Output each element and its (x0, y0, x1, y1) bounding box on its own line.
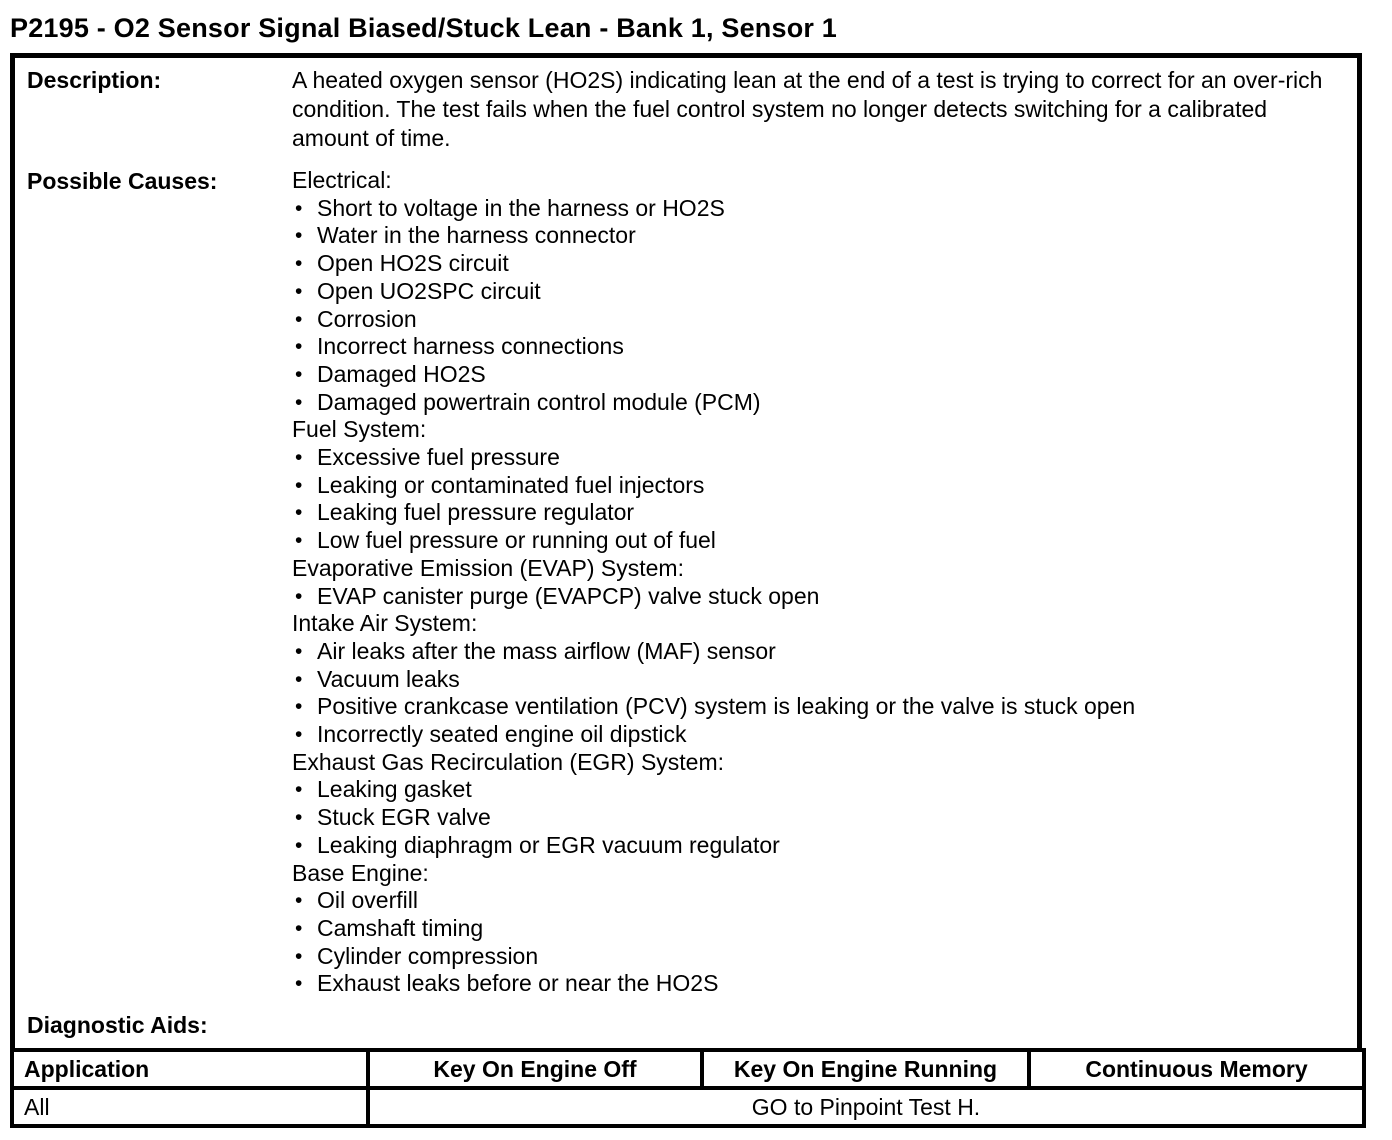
cause-item-text: Excessive fuel pressure (317, 444, 560, 471)
bullet-icon: • (295, 667, 303, 691)
cause-item: • Water in the harness connector (292, 222, 1337, 250)
cause-item-text: Damaged HO2S (317, 360, 486, 387)
bullet-icon: • (295, 916, 303, 940)
description-text: A heated oxygen sensor (HO2S) indicating… (292, 67, 1323, 151)
cause-item-text: Leaking fuel pressure regulator (317, 499, 635, 526)
cause-item: • Damaged powertrain control module (PCM) (292, 389, 1337, 417)
cause-item-text: Oil overfill (317, 887, 418, 914)
bullet-icon: • (295, 362, 303, 386)
bullet-icon: • (295, 252, 303, 276)
application-cell: All (10, 1086, 370, 1129)
cause-item-text: Leaking diaphragm or EGR vacuum regulato… (317, 831, 780, 858)
bullet-icon: • (295, 806, 303, 830)
application-table-data-row: All GO to Pinpoint Test H. (10, 1086, 1366, 1129)
cause-section-heading: Electrical: (292, 167, 392, 193)
description-label: Description: (27, 67, 162, 93)
cause-section-heading: Exhaust Gas Recirculation (EGR) System: (292, 748, 725, 775)
cause-item: • Open UO2SPC circuit (292, 278, 1337, 306)
cause-item-text: Damaged powertrain control module (PCM) (317, 388, 761, 415)
bullet-icon: • (295, 446, 303, 470)
cause-item: • Vacuum leaks (292, 666, 1337, 694)
cause-item-text: Stuck EGR valve (317, 804, 491, 831)
bullet-icon: • (295, 529, 303, 553)
possible-causes-row: Possible Causes: Electrical: • Short to vo… (27, 167, 1347, 998)
bullet-icon: • (295, 723, 303, 747)
possible-causes-label: Possible Causes: (27, 168, 218, 194)
cause-item: • Low fuel pressure or running out of fue… (292, 527, 1337, 555)
cause-item-text: Open HO2S circuit (317, 250, 509, 277)
cause-item: • Exhaust leaks before or near the HO2S (292, 970, 1337, 998)
cause-section-heading: Fuel System: (292, 416, 427, 443)
cause-item: • Oil overfill (292, 887, 1337, 915)
cause-item: • Excessive fuel pressure (292, 444, 1337, 472)
page-title: P2195 - O2 Sensor Signal Biased/Stuck Le… (10, 13, 838, 43)
cause-item-text: EVAP canister purge (EVAPCP) valve stuck… (317, 582, 820, 609)
bullet-icon: • (295, 501, 303, 525)
cause-item: • Leaking gasket (292, 776, 1337, 804)
cause-section-heading: Evaporative Emission (EVAP) System: (292, 554, 684, 581)
cause-item: • Damaged HO2S (292, 361, 1337, 389)
bullet-icon: • (295, 778, 303, 802)
bullet-icon: • (295, 972, 303, 996)
header-continuous-memory: Continuous Memory (1027, 1048, 1366, 1091)
cause-section-heading: Base Engine: (292, 859, 429, 886)
cause-item-text: Exhaust leaks before or near the HO2S (317, 970, 719, 997)
bullet-icon: • (295, 307, 303, 331)
cause-item: • Camshaft timing (292, 915, 1337, 943)
cause-item-text: Camshaft timing (317, 914, 484, 941)
cause-item: • Corrosion (292, 306, 1337, 334)
bullet-icon: • (295, 196, 303, 220)
cause-item-text: Air leaks after the mass airflow (MAF) s… (317, 637, 776, 664)
application-table-header-row: Application Key On Engine Off Key On Eng… (10, 1048, 1366, 1091)
bullet-icon: • (295, 224, 303, 248)
cause-item-text: Short to voltage in the harness or HO2S (317, 194, 725, 221)
cause-section-heading: Intake Air System: (292, 610, 478, 637)
cause-item-text: Positive crankcase ventilation (PCV) sys… (317, 693, 1136, 720)
cause-item: • Leaking diaphragm or EGR vacuum regulat… (292, 832, 1337, 860)
cause-item: • Incorrectly seated engine oil dipstick (292, 721, 1337, 749)
cause-item: • Leaking fuel pressure regulator (292, 499, 1337, 527)
cause-item-text: Cylinder compression (317, 942, 539, 969)
cause-item-text: Incorrect harness connections (317, 333, 624, 360)
cause-item: • EVAP canister purge (EVAPCP) valve stuc… (292, 583, 1337, 611)
bullet-icon: • (295, 889, 303, 913)
cause-item: • Leaking or contaminated fuel injectors (292, 472, 1337, 500)
cause-item: • Air leaks after the mass airflow (MAF) … (292, 638, 1337, 666)
cause-item-text: Leaking gasket (317, 776, 472, 803)
cause-item-text: Open UO2SPC circuit (317, 277, 541, 304)
diagnostic-aids-label: Diagnostic Aids: (27, 1012, 208, 1039)
action-cell: GO to Pinpoint Test H. (366, 1086, 1366, 1129)
cause-item-text: Vacuum leaks (317, 665, 460, 692)
cause-item: • Incorrect harness connections (292, 333, 1337, 361)
bullet-icon: • (295, 695, 303, 719)
cause-item: • Cylinder compression (292, 943, 1337, 971)
cause-item-text: Incorrectly seated engine oil dipstick (317, 721, 687, 748)
cause-item-text: Leaking or contaminated fuel injectors (317, 471, 705, 498)
bullet-icon: • (295, 390, 303, 414)
bullet-icon: • (295, 639, 303, 663)
cause-item: • Open HO2S circuit (292, 250, 1337, 278)
dtc-info-box: Description: A heated oxygen sensor (HO2… (10, 53, 1362, 1049)
bullet-icon: • (295, 833, 303, 857)
bullet-icon: • (295, 335, 303, 359)
bullet-icon: • (295, 473, 303, 497)
cause-item: • Short to voltage in the harness or HO2S (292, 195, 1337, 223)
bullet-icon: • (295, 584, 303, 608)
diagnostic-aids-row: Diagnostic Aids: (27, 1010, 1347, 1040)
cause-item: • Positive crankcase ventilation (PCV) sy… (292, 693, 1337, 721)
description-row: Description: A heated oxygen sensor (HO2… (27, 66, 1347, 153)
possible-causes-list: Electrical: • Short to voltage in the harn… (292, 167, 1347, 998)
bullet-icon: • (295, 944, 303, 968)
cause-item-text: Low fuel pressure or running out of fuel (317, 527, 716, 554)
header-application: Application (10, 1048, 370, 1091)
cause-item-text: Water in the harness connector (317, 222, 636, 249)
header-key-on-engine-running: Key On Engine Running (700, 1048, 1031, 1091)
bullet-icon: • (295, 279, 303, 303)
application-table: Application Key On Engine Off Key On Eng… (10, 1048, 1366, 1129)
cause-item: • Stuck EGR valve (292, 804, 1337, 832)
cause-item-text: Corrosion (317, 305, 417, 332)
header-key-on-engine-off: Key On Engine Off (366, 1048, 704, 1091)
